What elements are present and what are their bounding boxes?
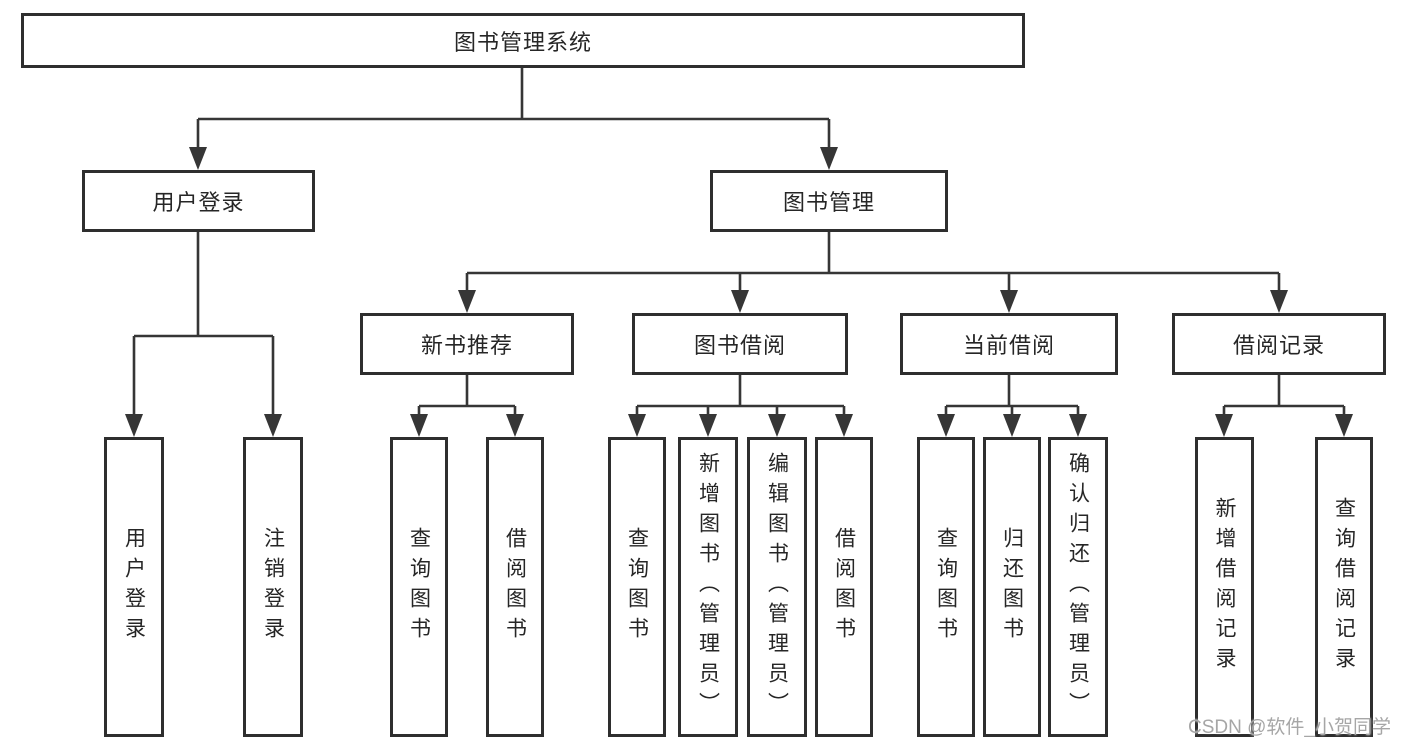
arrowhead	[125, 414, 143, 437]
arrowhead	[410, 414, 428, 437]
leaf-add-borrow-record: 新增借阅记录	[1195, 437, 1254, 737]
leaf-current-query-books: 查询图书	[917, 437, 975, 737]
leaf-query-borrow-record: 查询借阅记录	[1315, 437, 1373, 737]
leaf-recommend-query-books: 查询图书	[390, 437, 448, 737]
node-user-login: 用户登录	[82, 170, 315, 232]
node-label: 图书管理系统	[453, 29, 592, 55]
node-label: 用户登录	[152, 190, 245, 215]
arrowhead	[189, 147, 207, 170]
node-book-borrow: 图书借阅	[632, 313, 848, 375]
arrowhead	[458, 290, 476, 313]
watermark-text: CSDN @软件_小贺同学	[1188, 717, 1391, 738]
arrowhead	[1270, 290, 1288, 313]
node-label: 用户登录	[122, 527, 146, 647]
leaf-user-login: 用户登录	[104, 437, 164, 737]
node-label: 新书推荐	[420, 333, 513, 358]
node-label: 借阅记录	[1232, 333, 1325, 358]
node-label: 确认归还（管理员）	[1066, 452, 1090, 722]
node-label: 编辑图书（管理员）	[765, 452, 789, 722]
arrowhead	[628, 414, 646, 437]
leaf-edit-books-admin: 编辑图书（管理员）	[747, 437, 807, 737]
node-label: 查询借阅记录	[1332, 497, 1356, 677]
arrowhead	[1215, 414, 1233, 437]
arrowhead	[820, 147, 838, 170]
node-label: 当前借阅	[962, 333, 1055, 358]
leaf-return-books: 归还图书	[983, 437, 1041, 737]
arrowhead	[731, 290, 749, 313]
node-current-borrow: 当前借阅	[900, 313, 1118, 375]
leaf-borrow-query-books: 查询图书	[608, 437, 666, 737]
arrowhead	[937, 414, 955, 437]
node-new-book-recommend: 新书推荐	[360, 313, 574, 375]
node-label: 注销登录	[261, 527, 285, 647]
leaf-borrow-books: 借阅图书	[815, 437, 873, 737]
node-label: 查询图书	[934, 527, 958, 647]
arrowhead	[1003, 414, 1021, 437]
arrowhead	[1069, 414, 1087, 437]
node-label: 新增借阅记录	[1213, 497, 1236, 677]
node-label: 查询图书	[407, 527, 431, 647]
arrowhead	[768, 414, 786, 437]
node-borrow-records: 借阅记录	[1172, 313, 1386, 375]
node-label: 图书管理	[782, 190, 875, 215]
arrowhead	[1335, 414, 1353, 437]
arrowhead	[264, 414, 282, 437]
node-label: 图书借阅	[693, 333, 786, 358]
arrowhead	[835, 414, 853, 437]
connector-path	[132, 68, 1346, 417]
leaf-add-books-admin: 新增图书（管理员）	[678, 437, 738, 737]
node-label: 新增图书（管理员）	[696, 452, 720, 722]
node-label: 查询图书	[625, 527, 649, 647]
leaf-confirm-return-admin: 确认归还（管理员）	[1048, 437, 1108, 737]
node-book-management: 图书管理	[710, 170, 948, 232]
leaf-logout: 注销登录	[243, 437, 303, 737]
node-label: 借阅图书	[503, 527, 527, 647]
node-root: 图书管理系统	[21, 13, 1025, 68]
arrowhead	[699, 414, 717, 437]
arrowhead	[506, 414, 524, 437]
leaf-recommend-borrow-books: 借阅图书	[486, 437, 544, 737]
node-label: 借阅图书	[832, 527, 856, 647]
arrowhead	[1000, 290, 1018, 313]
node-label: 归还图书	[1000, 527, 1024, 647]
